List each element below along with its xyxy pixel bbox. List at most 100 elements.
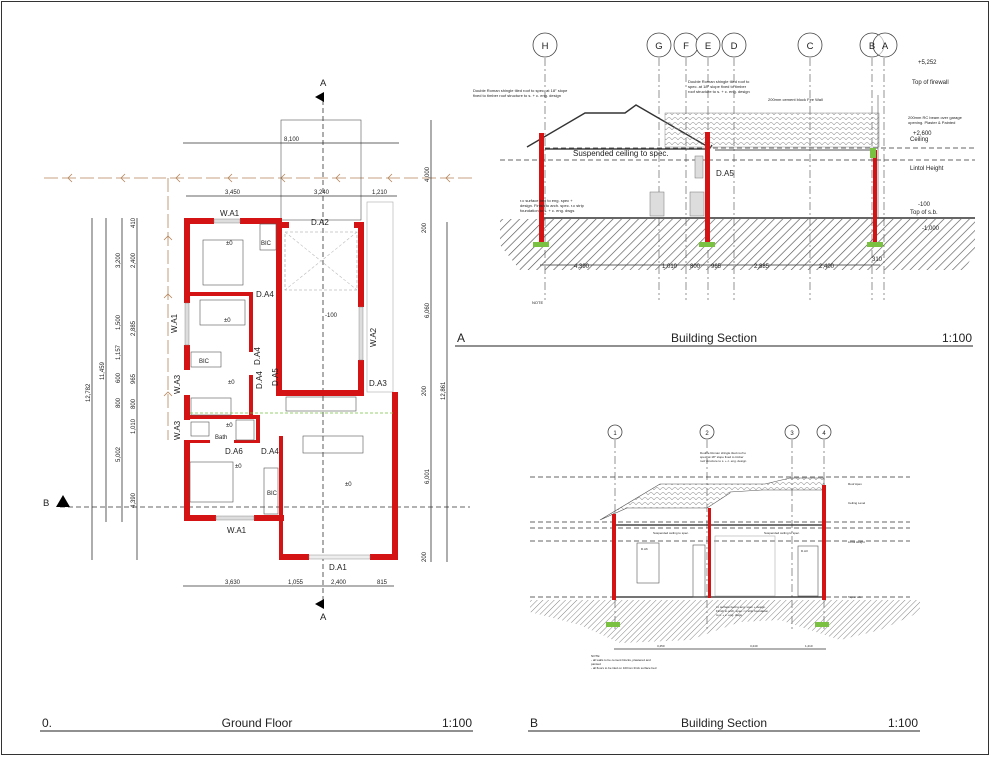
svg-text:r.c surface bed to eng. spec +: r.c surface bed to eng. spec + xyxy=(520,198,573,203)
svg-text:800: 800 xyxy=(116,397,122,408)
door-label: D.A4 xyxy=(261,447,279,456)
svg-text:2,885: 2,885 xyxy=(131,320,137,336)
svg-text:-1,000: -1,000 xyxy=(922,226,940,232)
svg-text:310: 310 xyxy=(872,257,883,263)
svg-text:Suspended ceiling to spec.: Suspended ceiling to spec. xyxy=(573,149,669,158)
svg-text:+2,600: +2,600 xyxy=(913,131,932,137)
svg-text:3,240: 3,240 xyxy=(314,190,330,196)
svg-text:800: 800 xyxy=(690,264,701,270)
section-b-annotations: Double Roman shingle tiled roof to spec.… xyxy=(591,451,866,670)
svg-text:1: 1 xyxy=(613,431,617,437)
grid-label: A xyxy=(882,41,889,52)
roof xyxy=(599,477,825,521)
section-title: Building Section xyxy=(681,716,767,730)
svg-text:roof structure to s. + c. eng.: roof structure to s. + c. eng. design xyxy=(700,459,747,463)
svg-text:6,001: 6,001 xyxy=(425,468,431,484)
svg-text:Lintol Height: Lintol Height xyxy=(848,540,865,544)
door xyxy=(692,544,706,598)
section-marker-a: A xyxy=(320,78,327,89)
svg-text:+5,252: +5,252 xyxy=(918,60,937,66)
svg-text:Top of s.b.: Top of s.b. xyxy=(848,595,862,599)
svg-text:1,210: 1,210 xyxy=(805,644,813,648)
building-section-b: 1 2 3 4 Double Roman shingle tiled roof … xyxy=(528,424,920,732)
room-label: BIC xyxy=(199,359,210,365)
section-arrow-b-icon xyxy=(56,495,70,507)
svg-text:3,240: 3,240 xyxy=(750,644,758,648)
window-label: W.A1 xyxy=(170,313,179,333)
section-marker-b: B xyxy=(43,498,49,509)
grid-bubble xyxy=(695,32,721,58)
ground-hatch xyxy=(500,219,975,270)
windows xyxy=(184,218,371,560)
section-title: Building Section xyxy=(671,331,757,345)
column xyxy=(539,133,544,243)
door-label: D.A4 xyxy=(255,371,264,389)
svg-text:3,200: 3,200 xyxy=(116,252,122,268)
column xyxy=(822,485,826,600)
grid-label: B xyxy=(869,41,875,52)
footing xyxy=(815,622,829,627)
svg-text:Lintol Height: Lintol Height xyxy=(910,166,944,172)
door-label: D.A1 xyxy=(329,563,347,572)
svg-text:1,210: 1,210 xyxy=(372,190,388,196)
door-label: D.A3 xyxy=(369,379,387,388)
svg-text:2: 2 xyxy=(705,431,709,437)
section-a-annotations: Double Roman shingle tiled roof to spec.… xyxy=(473,60,963,305)
section-marker: B xyxy=(530,716,538,730)
grid-label: H xyxy=(542,41,549,52)
window-label: W.A3 xyxy=(173,420,182,440)
roof-outline xyxy=(526,104,713,149)
window-label: W.A1 xyxy=(227,526,247,535)
svg-text:12,861: 12,861 xyxy=(441,381,447,400)
svg-text:3,630: 3,630 xyxy=(225,580,241,586)
level-label: -100 xyxy=(325,313,338,319)
window-label: W.A2 xyxy=(369,327,378,347)
level-label: ±0 xyxy=(228,380,235,386)
svg-text:1,055: 1,055 xyxy=(288,580,304,586)
svg-text:4,000: 4,000 xyxy=(425,166,431,182)
section-scale: 1:100 xyxy=(942,331,972,345)
grid-label: E xyxy=(705,41,711,52)
section-marker-a-bottom: A xyxy=(320,612,327,623)
grid-bubble xyxy=(872,32,898,58)
grid-label: D xyxy=(731,41,738,52)
svg-text:Ceiling: Ceiling xyxy=(910,137,928,143)
footing xyxy=(867,242,883,247)
svg-text:5,002: 5,002 xyxy=(116,446,122,462)
svg-text:design. Finish to arch. spec.: design. Finish to arch. spec. r.c strip xyxy=(520,203,585,208)
garage-slab-cross xyxy=(284,231,358,291)
roof-tiles xyxy=(664,112,880,148)
svg-text:200: 200 xyxy=(422,385,428,396)
section-scale: 1:100 xyxy=(888,716,918,730)
svg-text:600: 600 xyxy=(116,372,122,383)
section-a-dims: 4,390 1,010 800 965 2,885 2,400 310 xyxy=(540,257,883,270)
room-label: BIC xyxy=(261,241,272,247)
garage-slab xyxy=(284,231,358,291)
svg-text:to s. + c. eng. dwgs: to s. + c. eng. dwgs xyxy=(716,613,742,617)
appliance xyxy=(689,191,705,217)
grid-label: G xyxy=(655,41,662,52)
dimension-values: 8,100 3,450 3,240 1,210 3,630 1,055 2,40… xyxy=(86,137,447,586)
svg-text:1,157: 1,157 xyxy=(116,344,122,360)
grid-bubble xyxy=(646,32,672,58)
svg-text:Suspended ceiling to spec.: Suspended ceiling to spec. xyxy=(653,531,689,535)
svg-text:Double Roman shingle tiled roo: Double Roman shingle tiled roof to spec.… xyxy=(473,88,568,93)
svg-text:6,060: 6,060 xyxy=(425,302,431,318)
grid-bubble xyxy=(532,32,558,58)
floor-plan-labels: W.A1 BIC D.A2 ±0 D.A4 W.A1 ±0 -100 W.A2 … xyxy=(170,209,387,572)
svg-text:Double Roman shingle tiled roo: Double Roman shingle tiled roof to xyxy=(700,451,746,455)
svg-text:12,782: 12,782 xyxy=(86,383,92,402)
door-label: D.A2 xyxy=(311,218,329,227)
section-arrow-a-top-icon xyxy=(315,92,324,102)
svg-text:11,459: 11,459 xyxy=(100,361,106,380)
column xyxy=(612,514,616,600)
svg-text:4: 4 xyxy=(822,431,826,437)
beam xyxy=(870,148,876,158)
level-label: ±0 xyxy=(226,423,233,429)
grid-bubble xyxy=(721,32,747,58)
grid-bubbles: 1 2 3 4 xyxy=(607,424,832,440)
level-label: ±0 xyxy=(226,241,233,247)
svg-text:- all walls to be cement block: - all walls to be cement blocks, plaster… xyxy=(591,658,651,662)
svg-text:opening. Plaster & Painted: opening. Plaster & Painted xyxy=(908,120,955,125)
